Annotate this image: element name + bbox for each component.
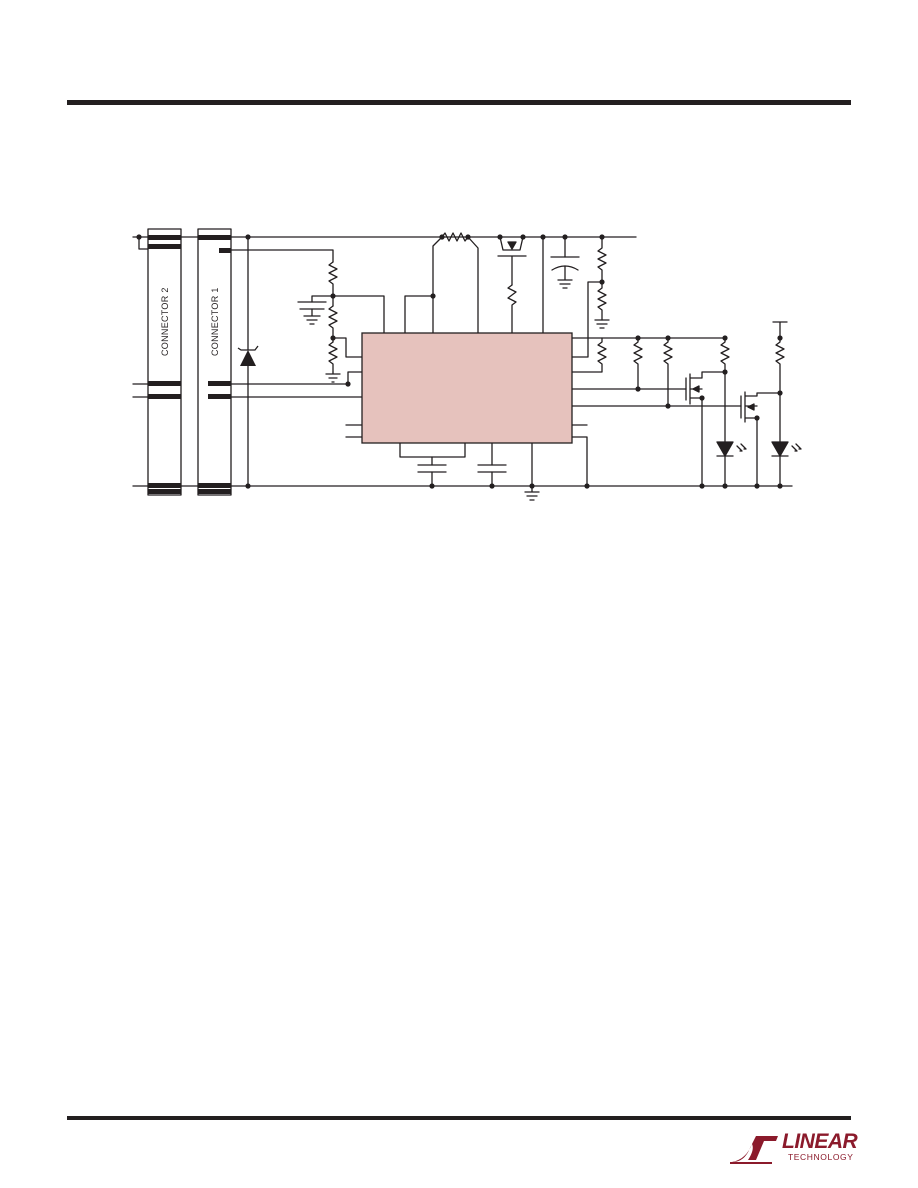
mosfet-q2 <box>740 391 781 487</box>
lt-logo-icon <box>730 1136 778 1164</box>
resistor-r2 <box>328 305 338 339</box>
resistor-pullup-1 <box>633 337 643 390</box>
resistor-led-1 <box>720 337 730 373</box>
controller-ic <box>361 332 573 444</box>
connector-2-body <box>147 228 182 496</box>
resistor-r4 <box>597 236 607 283</box>
logo-subtitle: TECHNOLOGY <box>788 1152 854 1162</box>
bottom-rule <box>67 1116 851 1120</box>
resistor-r3 <box>328 341 338 373</box>
pass-mosfet <box>497 236 527 286</box>
bypass-capacitor <box>477 464 507 473</box>
timer-capacitor <box>417 464 447 473</box>
resistor-gate <box>507 284 517 334</box>
resistor-led-2 <box>775 337 785 394</box>
led-2 <box>771 441 789 457</box>
tvs-diode <box>240 350 256 366</box>
capacitor-left <box>297 301 327 310</box>
connector-2-label: CONNECTOR 2 <box>160 287 170 356</box>
circuit-schematic: CONNECTOR 2 CONNECTOR 1 <box>132 228 802 501</box>
led-1 <box>716 441 734 457</box>
top-rule <box>67 100 851 105</box>
resistor-pullup-2 <box>663 337 673 407</box>
mosfet-q1 <box>685 371 726 487</box>
connector-1-body <box>197 228 232 496</box>
resistor-r5 <box>597 281 607 321</box>
resistor-r1 <box>328 261 338 297</box>
logo-wordmark: LINEAR <box>782 1130 858 1153</box>
sense-resistor <box>441 232 469 242</box>
connector-1-label: CONNECTOR 1 <box>210 287 220 356</box>
linear-technology-logo: LINEAR TECHNOLOGY <box>728 1130 858 1168</box>
